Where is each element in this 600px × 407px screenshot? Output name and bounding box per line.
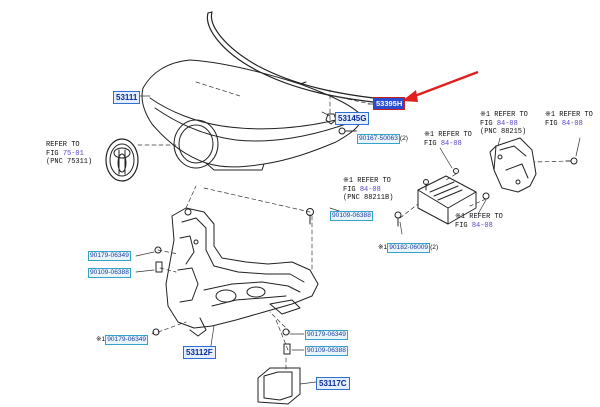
ref-emblem: REFER TO FIG 75-01 (PNC 75311)	[46, 141, 92, 167]
ref-bracket-right-l1: ※1 REFER TO	[545, 111, 593, 119]
ref-emblem-l2: FIG 75-01	[46, 149, 84, 158]
lock-support-drawing	[165, 207, 319, 337]
hood-drawing	[141, 59, 363, 171]
fasteners-drawing	[152, 113, 578, 355]
part-bolt-left[interactable]: 90109-06388	[88, 268, 131, 278]
ref-bolt-mid-fig-link[interactable]: 84-08	[440, 139, 462, 148]
ref-emblem-l1: REFER TO	[46, 141, 80, 149]
ref-bracket-left-l3: (PNC 88215)	[480, 128, 527, 136]
ref-bracket-left: ※1 REFER TO FIG 84-08 (PNC 88215)	[480, 111, 528, 137]
part-bolt-hood-qty: (2)	[399, 135, 408, 142]
ref-bracket-right-l2: FIG 84-08	[545, 119, 583, 128]
hood-seal-drawing	[206, 11, 393, 105]
part-hood-seal-selected[interactable]: 53395H	[373, 97, 406, 110]
part-bolt-middle[interactable]: 90109-06388	[305, 346, 348, 356]
ref-bolt-mid-l2: FIG 84-08	[424, 139, 462, 148]
part-hood[interactable]: 53111	[113, 91, 141, 104]
ref-bolt-mid-l1: ※1 REFER TO	[424, 131, 472, 139]
ref-lower-right: ※1 REFER TO FIG 84-08	[455, 213, 503, 230]
part-screw-sensor[interactable]: 90182-06009	[387, 243, 431, 253]
ref-bracket-left-l1: ※1 REFER TO	[480, 111, 528, 119]
ref-emblem-fig-link[interactable]: 75-01	[62, 149, 84, 158]
ref-lower-right-fig-link[interactable]: 84-08	[471, 221, 493, 230]
part-nut-left[interactable]: 90179-06349	[88, 251, 131, 261]
ref-radar-l3: (PNC 88211B)	[343, 194, 394, 202]
ref-bolt-mid: ※1 REFER TO FIG 84-08	[424, 131, 472, 148]
ref-radar-fig-link[interactable]: 84-08	[359, 185, 381, 194]
ref-emblem-l3: (PNC 75311)	[46, 158, 93, 166]
sensor-bracket-drawing	[489, 137, 537, 193]
part-support[interactable]: 53112F	[183, 346, 216, 359]
ref-bracket-left-l2: FIG 84-08	[480, 119, 518, 128]
part-insulator-clip[interactable]: 53145G	[335, 112, 370, 125]
ref-bracket-right: ※1 REFER TO FIG 84-08	[545, 111, 593, 128]
part-screw-sensor-qty: (2)	[430, 244, 439, 251]
emblem-drawing	[105, 138, 139, 182]
part-cover[interactable]: 53117C	[316, 377, 350, 390]
ref-lower-right-l1: ※1 REFER TO	[455, 213, 503, 221]
ref-radar-l2: FIG 84-08	[343, 185, 381, 194]
part-bolt-hood[interactable]: 90167-50063	[357, 134, 400, 144]
ref-radar: ※1 REFER TO FIG 84-08 (PNC 88211B)	[343, 177, 393, 203]
screw-prefix: ※1	[378, 244, 388, 251]
part-bolt-right[interactable]: 90109-06388	[330, 211, 373, 221]
ref-bracket-right-fig-link[interactable]: 84-08	[561, 119, 583, 128]
part-bolt-hood-row: 90167-50063(2)	[357, 127, 408, 145]
cover-drawing	[257, 367, 301, 405]
highlight-arrow	[402, 70, 479, 102]
ref-lower-right-l2: FIG 84-08	[455, 221, 493, 230]
nut-prefix: ※1	[96, 336, 106, 343]
part-nut-middle[interactable]: 90179-06349	[305, 330, 348, 340]
radar-sensor-drawing	[417, 175, 477, 225]
ref-bracket-left-fig-link[interactable]: 84-08	[496, 119, 518, 128]
part-nut-lower[interactable]: 90179-06349	[105, 335, 149, 345]
ref-radar-l1: ※1 REFER TO	[343, 177, 391, 185]
